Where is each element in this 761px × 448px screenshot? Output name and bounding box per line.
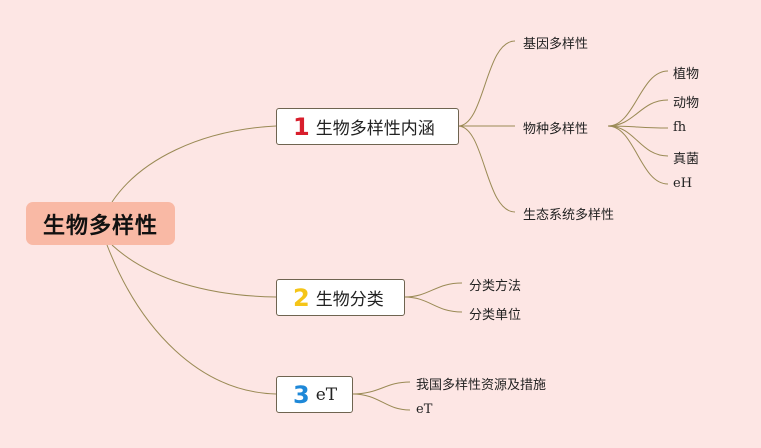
branch-node-3[interactable]: 3 eT [276,376,353,413]
branch-label-1: 生物多样性内涵 [315,119,435,139]
leaf-plant[interactable]: 植物 [673,67,700,82]
leaf-classification-unit[interactable]: 分类单位 [469,308,522,323]
root-label: 生物多样性 [42,213,158,239]
connector-b2-unit [403,296,463,313]
leaf-ecosystem-diversity[interactable]: 生态系统多样性 [523,208,615,223]
leaf-fungus[interactable]: 真菌 [673,152,700,167]
connector-root-branch-3 [106,244,277,395]
branch-node-1[interactable]: 1 生物多样性内涵 [276,108,459,145]
connector-root-branch-2 [111,244,277,298]
leaf-eh[interactable]: eH [673,176,693,191]
leaf-fh[interactable]: fh [673,120,687,135]
connector-b2-method [403,282,463,298]
connector-b3-et [351,393,411,411]
connector-b3-resource [351,381,411,395]
branch-label-2: 生物分类 [315,290,384,310]
number-badge-3: 3 [293,380,310,409]
leaf-animal[interactable]: 动物 [673,96,700,111]
leaf-gene-diversity[interactable]: 基因多样性 [523,37,589,52]
connector-species-fungus [607,125,669,157]
connector-root-branch-1 [111,125,277,203]
number-badge-1: 1 [293,112,310,141]
connector-b1-ecosystem [457,125,516,213]
leaf-resources-measures[interactable]: 我国多样性资源及措施 [416,378,547,393]
connector-species-animal [607,99,669,127]
connector-species-fh [607,125,669,129]
branch-node-2[interactable]: 2 生物分类 [276,279,405,316]
connector-species-eh [607,125,669,185]
leaf-et[interactable]: eT [416,402,433,417]
root-node[interactable]: 生物多样性 [26,202,175,245]
branch-label-3: eT [315,384,338,405]
connector-species-plant [607,70,669,127]
number-badge-2: 2 [293,283,310,312]
leaf-species-diversity[interactable]: 物种多样性 [523,122,589,137]
leaf-classification-method[interactable]: 分类方法 [469,279,522,294]
connector-b1-gene [457,40,516,127]
